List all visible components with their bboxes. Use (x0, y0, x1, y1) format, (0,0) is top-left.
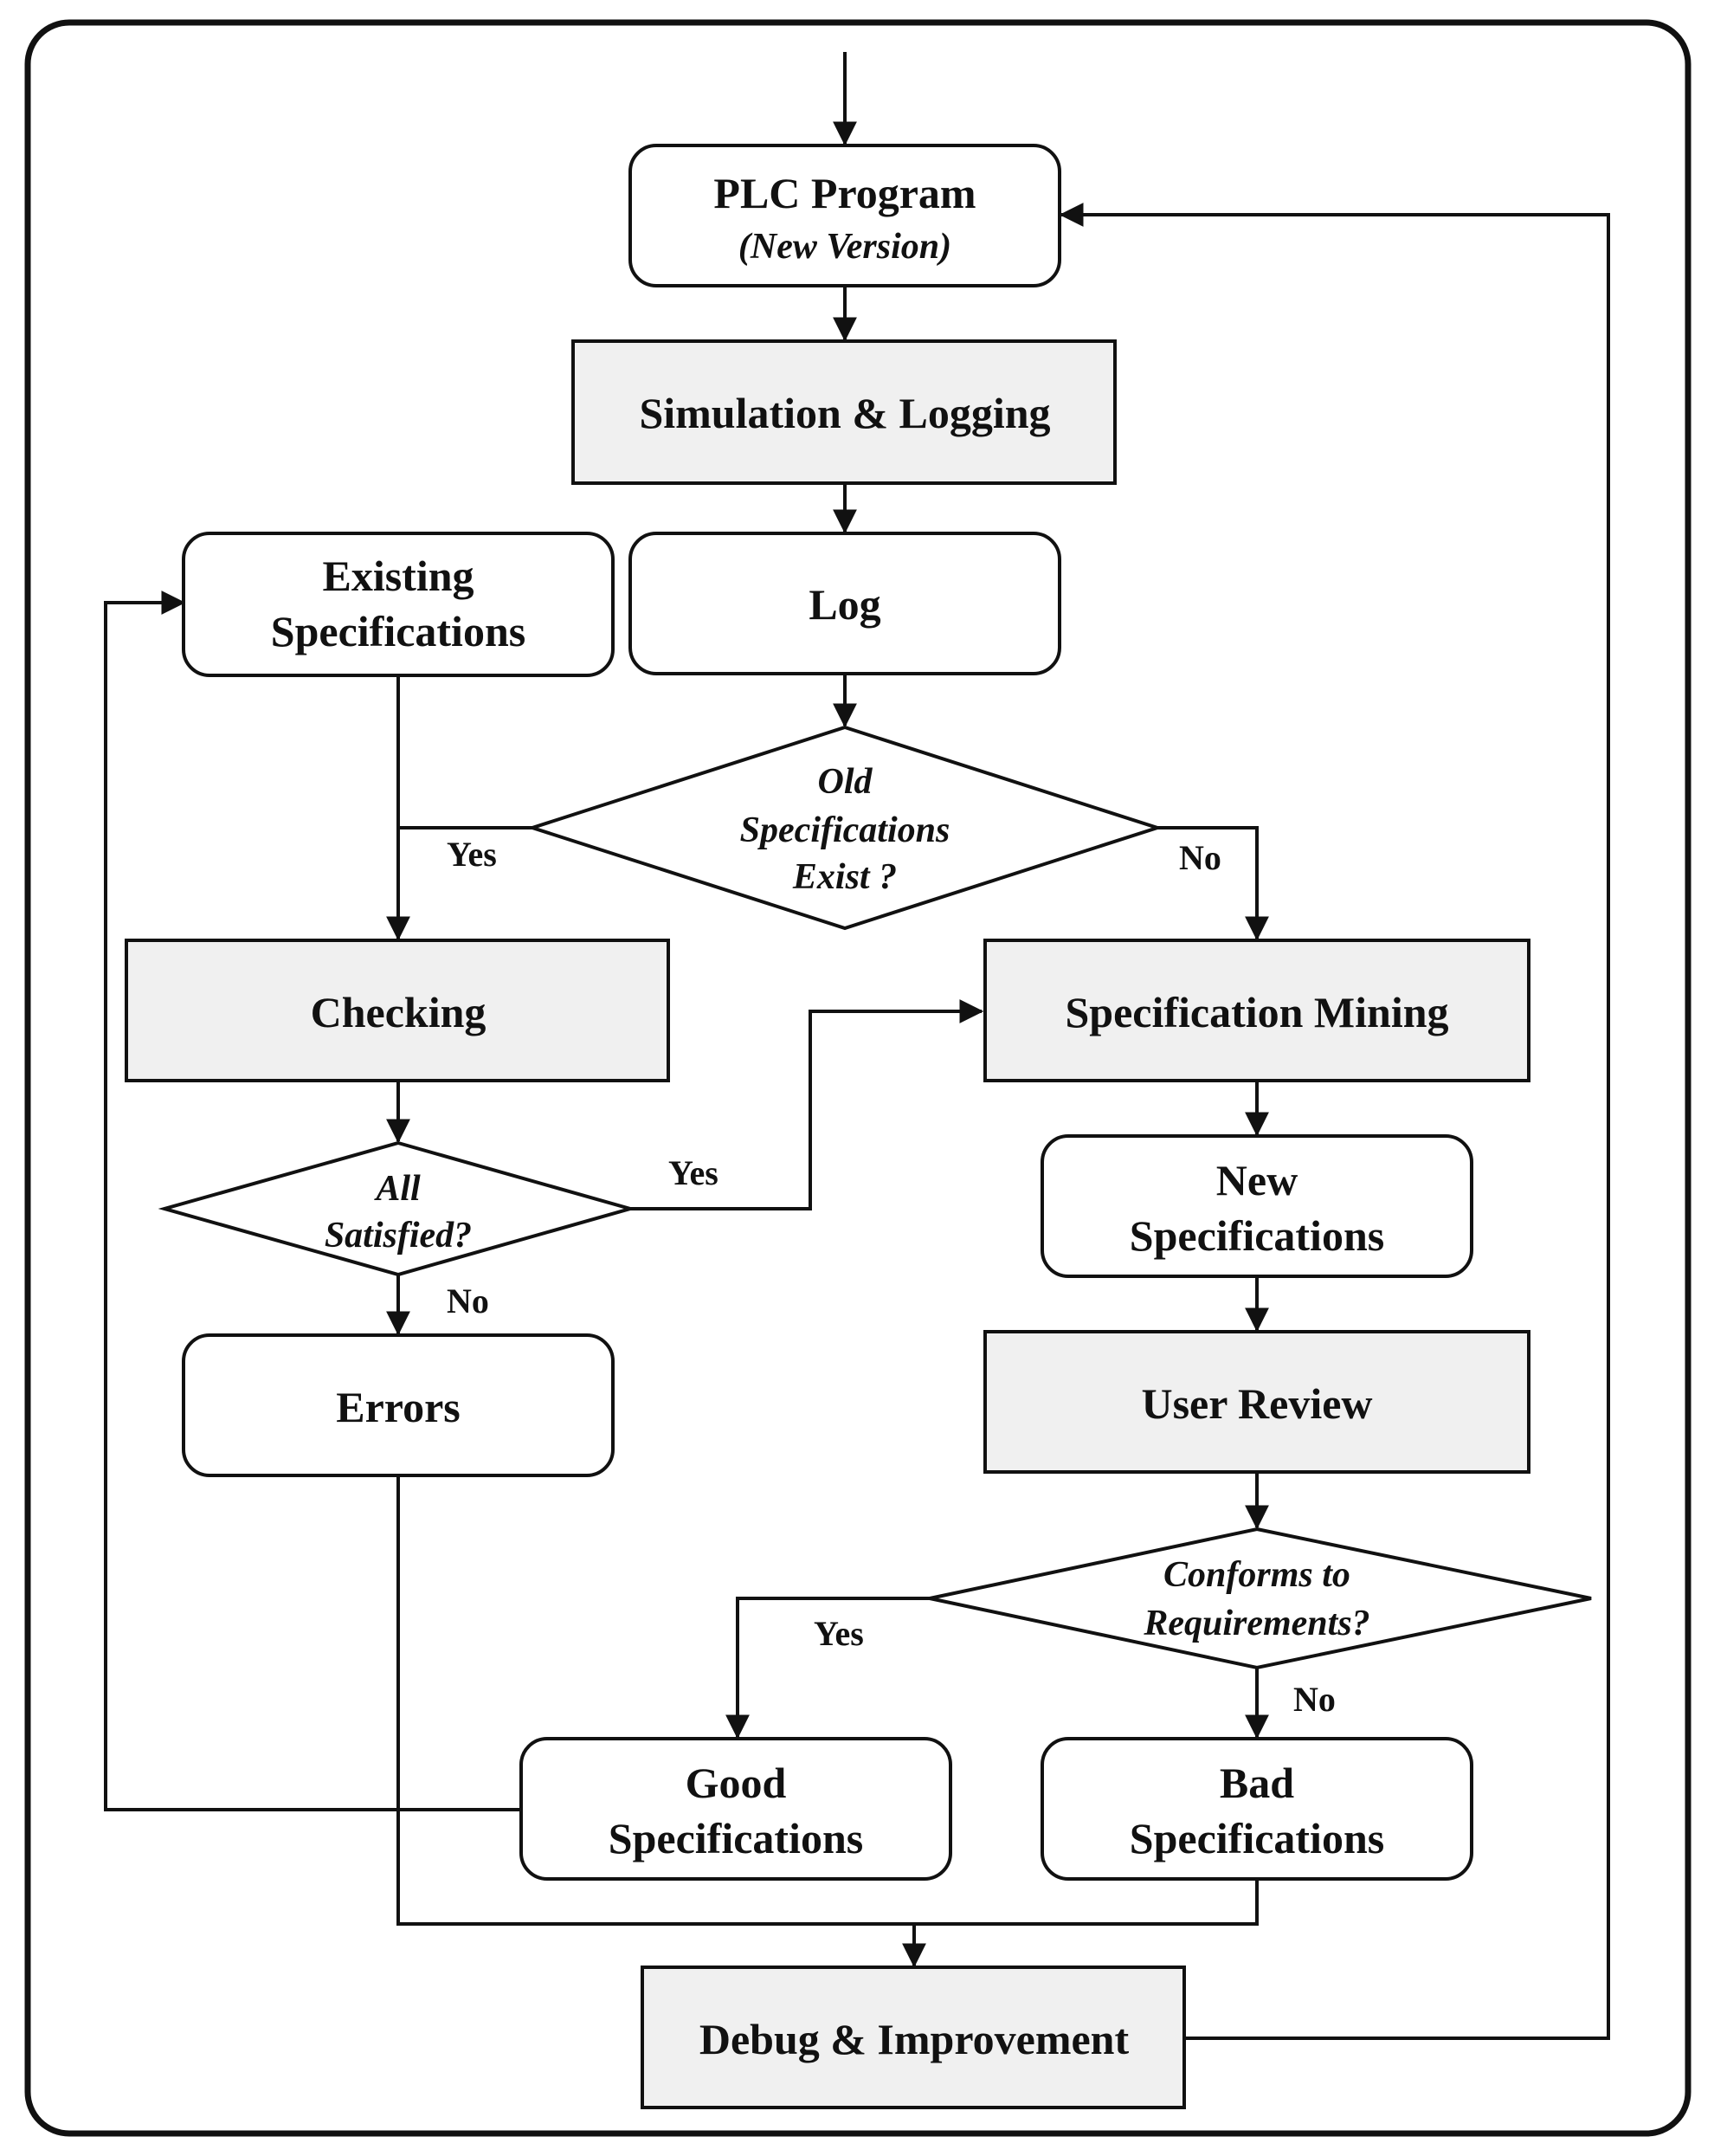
node-user-review[interactable]: User Review (983, 1330, 1530, 1474)
edge-debug-to-plc (1059, 203, 1610, 2040)
plc-program-label: PLC Program (713, 169, 976, 217)
label-conforms-no: No (1293, 1680, 1336, 1719)
old-specs-line1: Old (818, 762, 873, 802)
decision-all-satisfied[interactable]: All Satisfied? (158, 1140, 637, 1277)
old-specs-line3: Exist ? (792, 857, 897, 897)
label-all-no: No (447, 1281, 489, 1320)
decision-conforms-requirements[interactable]: Conforms to Requirements? (929, 1527, 1592, 1670)
bad-specs-line2: Specifications (1130, 1814, 1384, 1862)
edge-allsat-yes (630, 999, 984, 1210)
node-bad-specifications[interactable]: Bad Specifications (1041, 1737, 1473, 1881)
old-specs-line2: Specifications (740, 810, 950, 850)
bad-specs-line1: Bad (1220, 1759, 1294, 1807)
debug-label: Debug & Improvement (699, 2015, 1130, 2063)
good-specs-line1: Good (686, 1759, 787, 1807)
log-label: Log (809, 580, 880, 629)
good-specs-line2: Specifications (609, 1814, 863, 1862)
diagram-frame (24, 19, 1691, 2137)
simulation-label: Simulation & Logging (639, 389, 1050, 437)
all-satisfied-line1: All (373, 1169, 421, 1209)
node-plc-program[interactable]: PLC Program (New Version) (628, 144, 1061, 287)
plc-program-sublabel: (New Version) (738, 227, 951, 267)
edge-conforms-yes (725, 1597, 930, 1740)
node-debug-improvement[interactable]: Debug & Improvement (641, 1966, 1186, 2109)
node-good-specifications[interactable]: Good Specifications (519, 1737, 952, 1881)
existing-specs-line1: Existing (322, 552, 474, 600)
decision-old-specs-exist[interactable]: Old Specifications Exist ? (526, 725, 1163, 931)
label-conforms-yes: Yes (814, 1614, 864, 1653)
label-old-yes: Yes (447, 835, 497, 874)
checking-label: Checking (311, 988, 486, 1036)
all-satisfied-line2: Satisfied? (325, 1216, 472, 1256)
node-existing-specifications[interactable]: Existing Specifications (182, 532, 615, 677)
node-new-specifications[interactable]: New Specifications (1041, 1134, 1473, 1278)
conforms-line2: Requirements? (1143, 1604, 1369, 1643)
node-specification-mining[interactable]: Specification Mining (983, 939, 1530, 1082)
edge-errors-to-debug (396, 1475, 914, 1926)
node-errors[interactable]: Errors (182, 1333, 615, 1477)
edge-bad-to-debug (914, 1879, 1259, 1926)
label-all-yes: Yes (668, 1153, 718, 1192)
conforms-line1: Conforms to (1163, 1555, 1350, 1595)
edge-good-to-existing (104, 591, 521, 1811)
node-checking[interactable]: Checking (125, 939, 670, 1082)
node-simulation-logging[interactable]: Simulation & Logging (571, 339, 1117, 485)
node-log[interactable]: Log (628, 532, 1061, 675)
user-review-label: User Review (1141, 1379, 1372, 1428)
spec-mining-label: Specification Mining (1065, 988, 1448, 1036)
new-specs-line1: New (1216, 1156, 1298, 1204)
existing-specs-line2: Specifications (271, 607, 525, 655)
edges (104, 52, 1610, 2040)
new-specs-line2: Specifications (1130, 1211, 1384, 1260)
edge-decision-no (1157, 826, 1269, 941)
errors-label: Errors (336, 1383, 460, 1431)
label-old-no: No (1179, 838, 1221, 877)
